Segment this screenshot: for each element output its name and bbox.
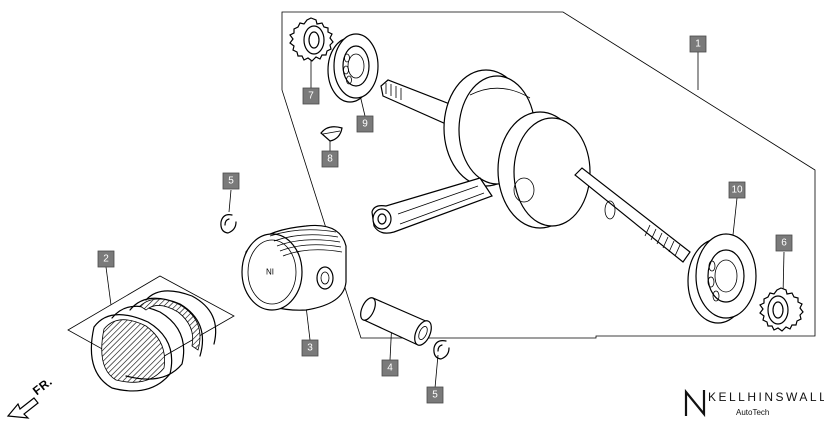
drive-gear-6 xyxy=(759,287,804,332)
svg-text:8: 8 xyxy=(327,154,333,165)
bearing-9 xyxy=(327,33,379,103)
svg-text:9: 9 xyxy=(362,119,368,130)
callout-8: 8 xyxy=(321,150,339,168)
drive-gear-7 xyxy=(289,17,334,62)
callout-5-upper: 5 xyxy=(222,172,240,190)
callout-10: 10 xyxy=(728,181,746,199)
piston-ring-set-2 xyxy=(67,275,235,392)
callout-7: 7 xyxy=(302,87,320,105)
callout-2: 2 xyxy=(97,250,115,268)
woodruff-key-8 xyxy=(320,126,343,142)
piston-3: NI xyxy=(241,224,347,311)
svg-text:5: 5 xyxy=(432,390,438,401)
circlip-5-upper xyxy=(220,214,237,234)
brand-subtitle: AutoTech xyxy=(736,408,770,417)
svg-text:6: 6 xyxy=(781,238,787,249)
callout-6: 6 xyxy=(775,234,793,252)
svg-text:4: 4 xyxy=(387,363,393,374)
front-direction-arrow xyxy=(6,397,39,419)
piston-pin-4 xyxy=(360,297,432,346)
callout-3: 3 xyxy=(301,339,319,357)
callout-1: 1 xyxy=(689,35,707,53)
svg-text:7: 7 xyxy=(308,91,314,102)
bearing-10 xyxy=(687,233,757,324)
brand-watermark: KELLHINSWALL AutoTech xyxy=(684,386,824,426)
brand-logo-icon xyxy=(684,388,706,418)
callout-9: 9 xyxy=(356,115,374,133)
callout-4: 4 xyxy=(381,359,399,377)
piston-mark: NI xyxy=(266,268,274,277)
svg-text:5: 5 xyxy=(228,176,234,187)
circlip-5-lower xyxy=(433,340,450,360)
svg-text:1: 1 xyxy=(695,39,701,50)
svg-text:3: 3 xyxy=(307,343,313,354)
brand-name: KELLHINSWALL xyxy=(708,390,824,404)
leader-lines xyxy=(105,52,785,389)
callout-5-lower: 5 xyxy=(426,386,444,404)
svg-text:2: 2 xyxy=(103,254,109,265)
assembly-boundary xyxy=(281,11,816,339)
crankshaft-1 xyxy=(371,69,691,263)
svg-text:10: 10 xyxy=(731,185,743,196)
